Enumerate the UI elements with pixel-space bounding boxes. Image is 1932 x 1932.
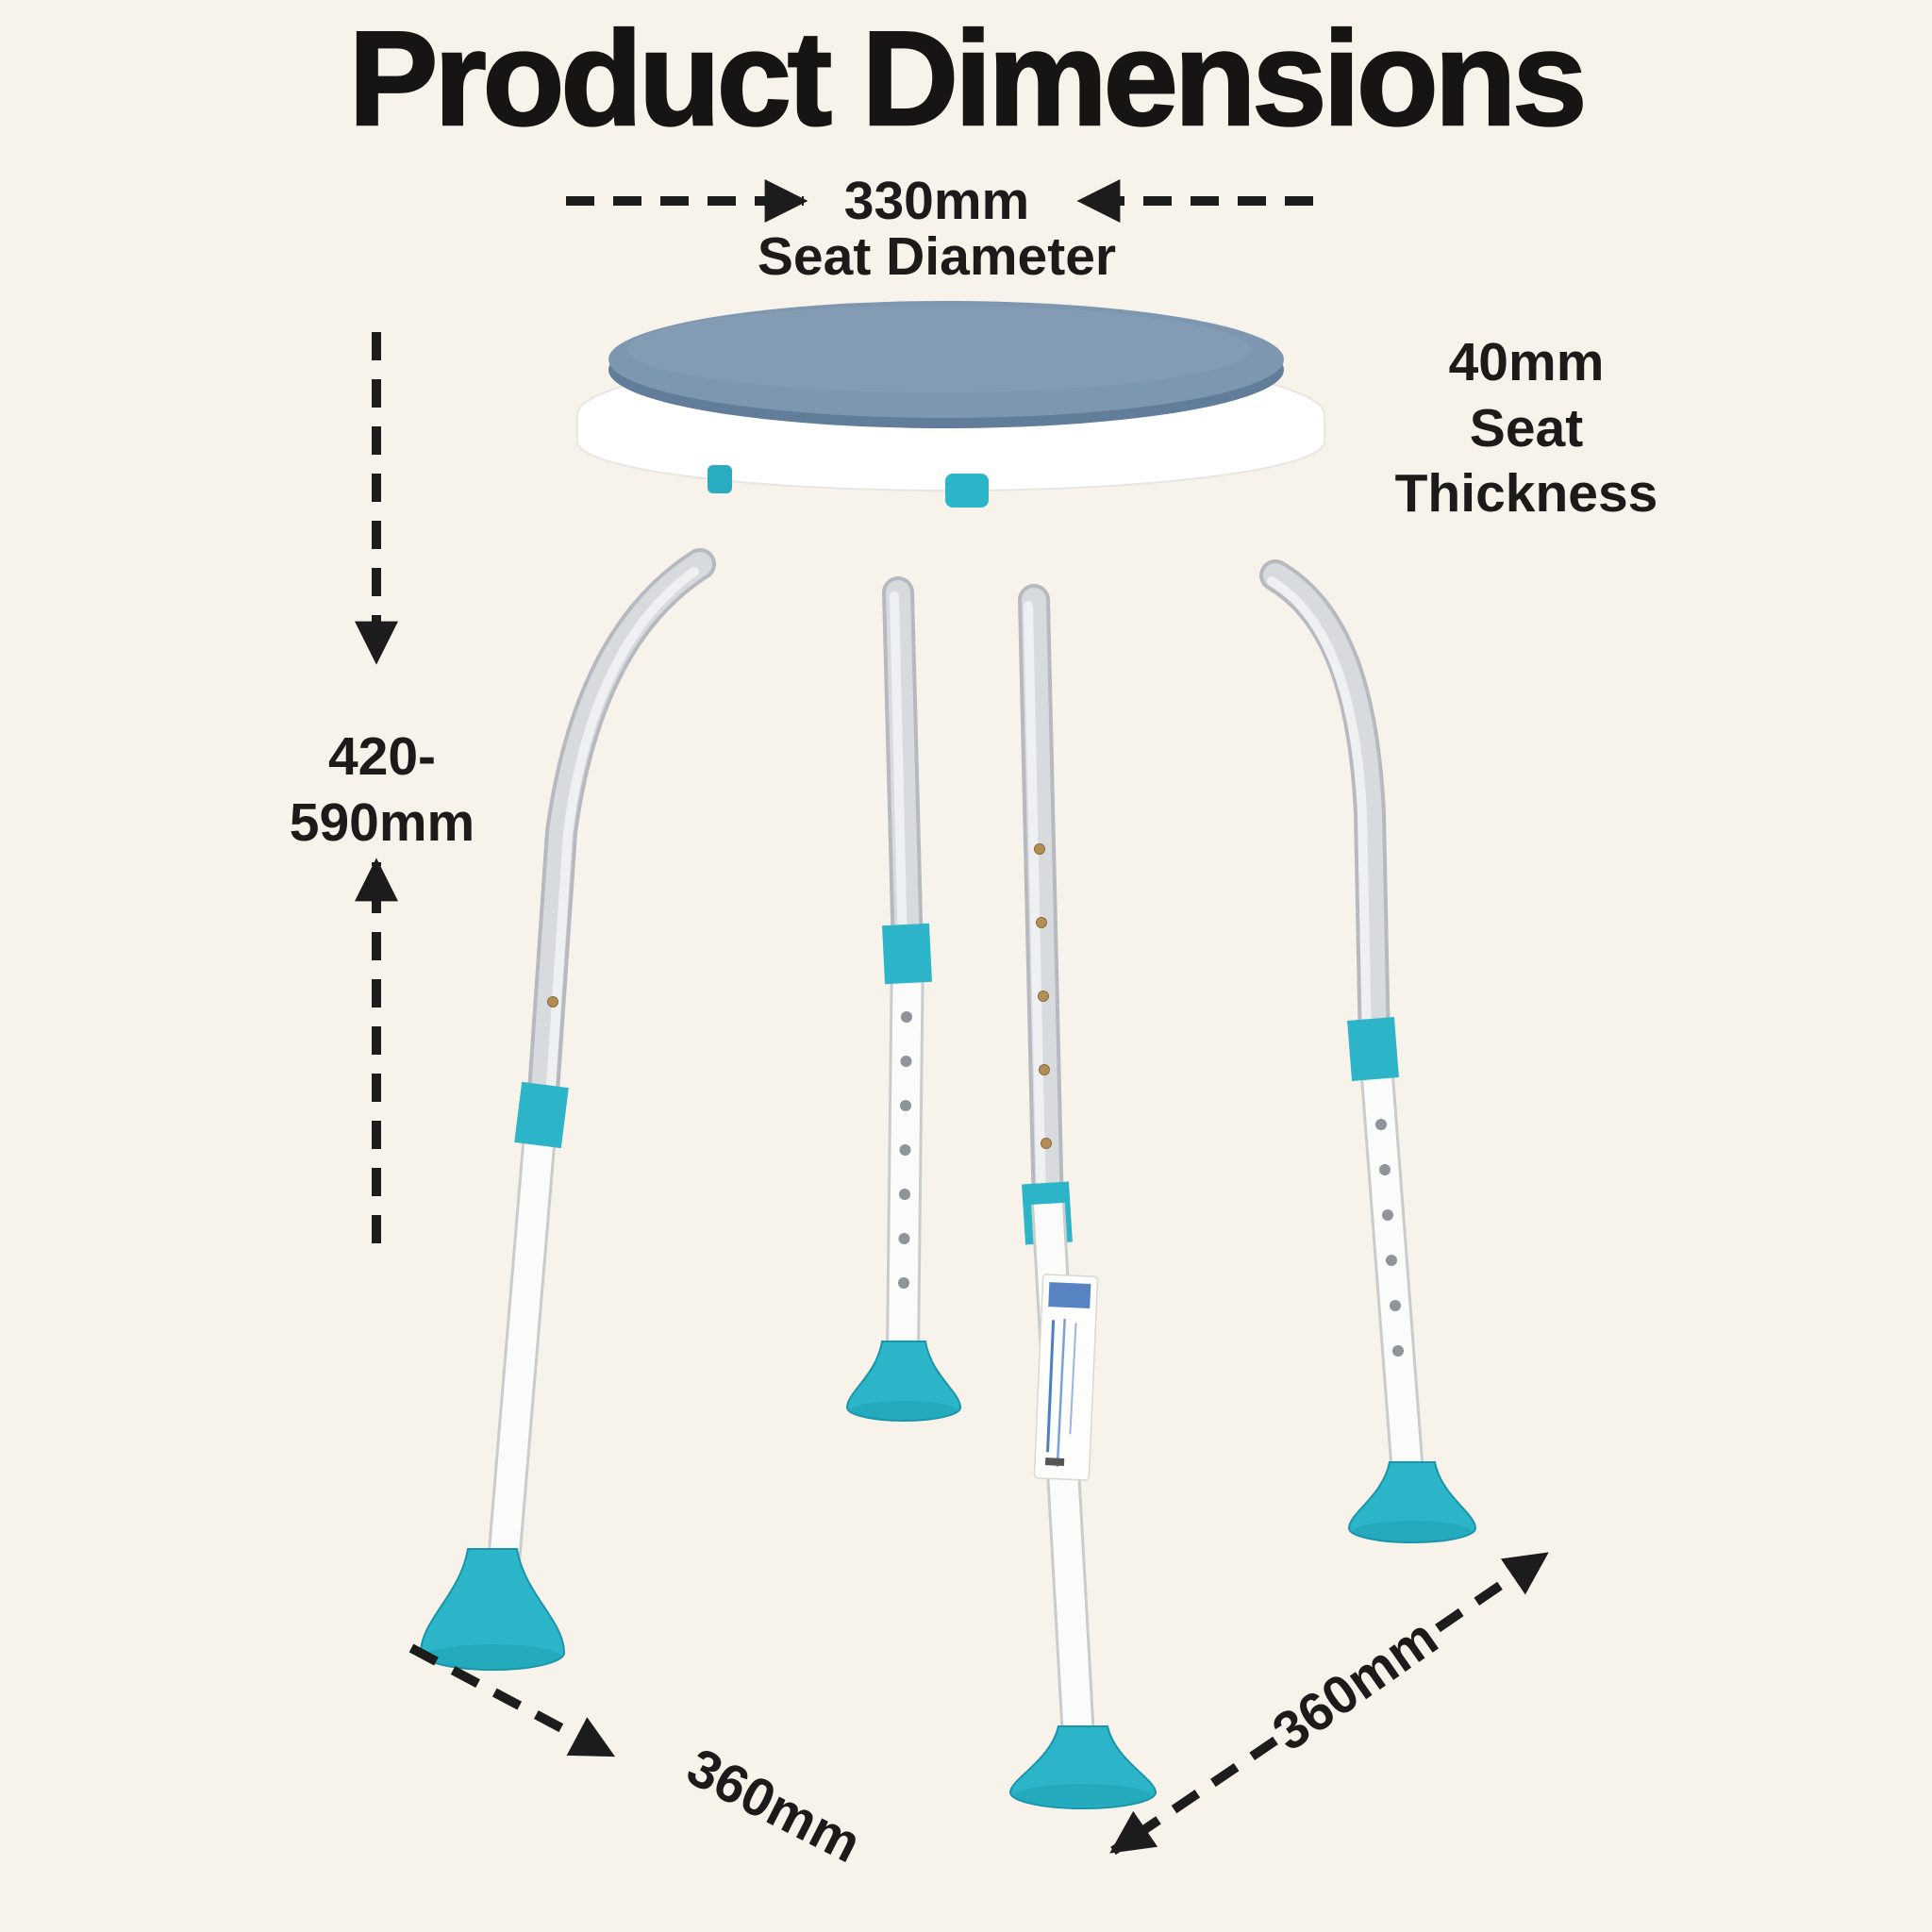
leg-front-upper-tube-mid <box>1022 588 1060 1225</box>
dimension-arrows <box>355 179 1549 1856</box>
seat-diameter-value: 330mm <box>843 171 1030 231</box>
seat <box>576 301 1325 508</box>
suction-foot-front-base <box>1015 1784 1151 1807</box>
product-label-barcode <box>1044 1457 1065 1466</box>
leg-right <box>1259 559 1477 1543</box>
leg-right-upper-tube-highlight <box>1267 576 1372 1048</box>
seat-thickness-value: 40mm <box>1448 332 1605 392</box>
snap-pins-front-leg <box>1034 843 1052 1149</box>
adjustment-hole <box>900 1100 911 1111</box>
base-width-arrow-left <box>408 1643 616 1759</box>
snap-pin <box>1038 991 1049 1002</box>
seat-clip-left <box>708 465 732 493</box>
adjustment-hole <box>1386 1255 1397 1266</box>
leg-front-upper-tube-highlight <box>1024 601 1046 1212</box>
adjustment-hole <box>1390 1300 1401 1311</box>
adjustment-hole <box>1379 1164 1391 1175</box>
suction-foot-left <box>419 1548 566 1671</box>
seat-clip-center <box>945 474 989 508</box>
product-label-logo <box>1048 1282 1091 1309</box>
seat-thickness-annotation: 40mm Seat Thickness <box>1357 330 1696 527</box>
product-label-text-marks <box>1056 1318 1066 1467</box>
suction-foot-left-base <box>425 1644 560 1669</box>
adjustment-hole <box>899 1144 911 1156</box>
base-depth-arrow-lower <box>1109 1736 1278 1856</box>
snap-pin <box>1041 1138 1052 1149</box>
adjustment-hole <box>1375 1119 1387 1130</box>
height-adjust-collar-back <box>882 923 932 985</box>
suction-foot-right <box>1347 1461 1477 1543</box>
adjustment-hole <box>900 1056 912 1067</box>
product-label-sticker-paper <box>1033 1274 1099 1481</box>
snap-pin <box>547 996 558 1008</box>
height-range-label: 420-590mm <box>289 726 475 853</box>
seat-thickness-label: Seat Thickness <box>1394 397 1658 525</box>
adjustment-hole <box>898 1233 910 1244</box>
height-adjust-collar-right <box>1347 1017 1399 1081</box>
suction-foot-right-base <box>1354 1521 1471 1541</box>
adjustment-hole <box>901 1011 912 1023</box>
base-depth-arrow-upper <box>1435 1550 1549 1633</box>
height-adjust-collar-left <box>514 1081 569 1149</box>
seat-diameter-label: Seat Diameter <box>757 226 1117 287</box>
adjustment-hole <box>899 1189 910 1200</box>
leg-back-center <box>845 576 962 1422</box>
product-label-text-marks <box>1046 1320 1056 1453</box>
leg-left-lower-tube-mid <box>490 1109 556 1564</box>
adjustment-holes-back-leg <box>898 1011 912 1289</box>
adjustment-hole <box>1392 1345 1404 1357</box>
snap-pin <box>1034 843 1045 855</box>
leg-left-upper-tube-highlight <box>544 567 699 1118</box>
rotating-disc-highlight <box>627 306 1250 392</box>
stool-illustration <box>419 301 1477 1809</box>
product-label-text-marks <box>1069 1323 1077 1435</box>
adjustment-holes-right-leg <box>1375 1119 1404 1357</box>
suction-foot-back-base <box>851 1401 957 1420</box>
suction-foot-back <box>845 1341 962 1422</box>
page-title: Product Dimensions <box>347 3 1588 156</box>
adjustment-hole <box>898 1277 909 1289</box>
adjustment-hole <box>1382 1209 1393 1221</box>
leg-front-center <box>1008 584 1158 1809</box>
product-label-sticker <box>1033 1274 1099 1481</box>
leg-left <box>419 548 716 1671</box>
leg-right-upper-tube-mid <box>1263 563 1387 1061</box>
snap-pin <box>1039 1064 1050 1075</box>
leg-back-upper-tube-highlight <box>890 591 908 956</box>
snap-pin <box>1036 917 1047 928</box>
